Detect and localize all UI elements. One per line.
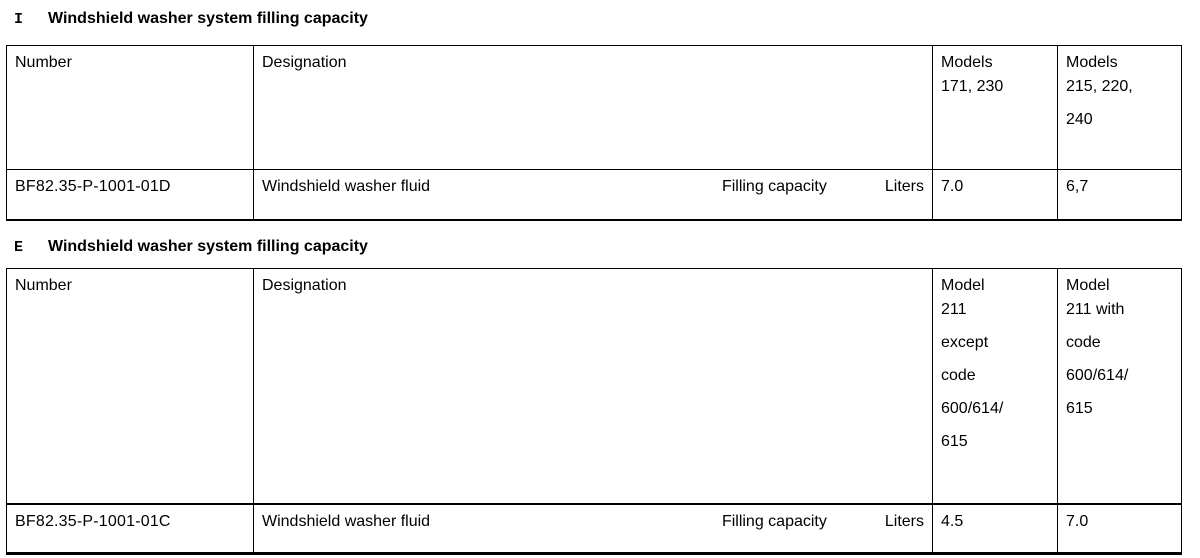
section-heading-2: E Windshield washer system filling capac…: [14, 237, 1200, 256]
model-b-lines-rest: code 600/614/ 615: [1066, 333, 1129, 417]
models-b-lines-rest: 240: [1066, 111, 1093, 128]
model-b-lines: Model 211 with: [1066, 276, 1125, 318]
col-header-model-b: Model 211 with code 600/614/ 615: [1057, 267, 1182, 505]
col-header-models-a: Models 171, 230: [932, 45, 1058, 170]
value-models-a: 7.0: [932, 169, 1058, 220]
unit-label: Liters: [884, 178, 924, 195]
chapter-letter: E: [14, 238, 24, 256]
section-title: Windshield washer system filling capacit…: [48, 10, 368, 27]
property-label: Filling capacity: [721, 513, 827, 530]
col-header-number: Number: [6, 267, 254, 505]
unit-label: Liters: [884, 513, 924, 530]
part-number: BF82.35-P-1001-01C: [6, 503, 254, 554]
section-heading-1: I Windshield washer system filling capac…: [14, 0, 1200, 28]
designation-cell: Windshield washer fluid Filling capacity…: [253, 169, 933, 220]
designation-text: Windshield washer fluid: [262, 178, 431, 195]
models-b-lines: Models 215, 220,: [1066, 54, 1133, 95]
table-header-row: Number Designation Model 211 except code…: [6, 267, 1182, 505]
table-data-row: BF82.35-P-1001-01C Windshield washer flu…: [6, 503, 1182, 554]
col-header-designation: Designation: [253, 45, 933, 170]
designation-cell: Windshield washer fluid Filling capacity…: [253, 503, 933, 554]
table-data-row: BF82.35-P-1001-01D Windshield washer flu…: [6, 169, 1182, 220]
part-number: BF82.35-P-1001-01D: [6, 169, 254, 220]
chapter-letter: I: [14, 11, 24, 28]
table-header-row: Number Designation Models 171, 230 Model…: [6, 45, 1182, 170]
value-model-b: 7.0: [1057, 503, 1182, 554]
section-title: Windshield washer system filling capacit…: [48, 237, 368, 255]
model-a-lines-rest: except code 600/614/ 615: [941, 333, 1004, 450]
value-model-a: 4.5: [932, 503, 1058, 554]
designation-text: Windshield washer fluid: [262, 513, 431, 530]
col-header-designation: Designation: [253, 267, 933, 505]
col-header-number: Number: [6, 45, 254, 170]
col-header-models-b: Models 215, 220, 240: [1057, 45, 1182, 170]
property-label: Filling capacity: [721, 178, 827, 195]
models-a-lines: Models 171, 230: [941, 54, 1004, 95]
col-header-model-a: Model 211 except code 600/614/ 615: [932, 267, 1058, 505]
capacity-table-2: Number Designation Model 211 except code…: [6, 267, 1182, 555]
capacity-table-1: Number Designation Models 171, 230 Model…: [6, 45, 1182, 221]
model-a-lines: Model 211: [941, 276, 985, 318]
value-models-b: 6,7: [1057, 169, 1182, 220]
